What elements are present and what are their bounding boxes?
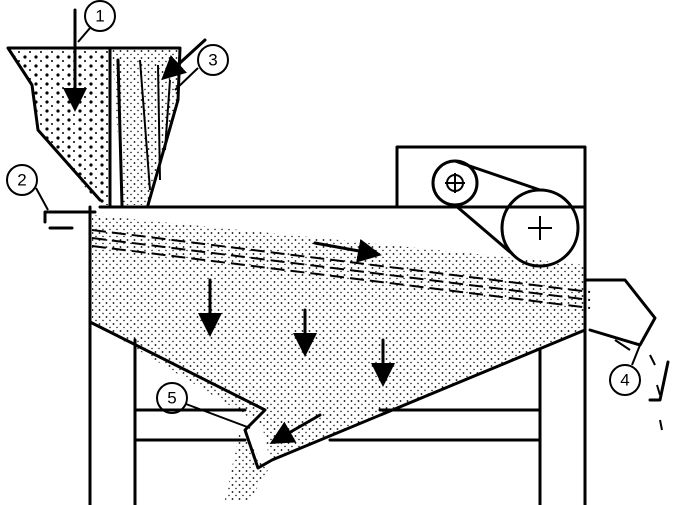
drive-unit bbox=[395, 145, 587, 268]
label-1: 1 bbox=[77, 0, 116, 43]
label-1-text: 1 bbox=[95, 7, 104, 26]
machine-body bbox=[88, 205, 587, 505]
outlet-4 bbox=[583, 278, 670, 431]
outlet-5-discharge bbox=[225, 430, 268, 500]
label-2-text: 2 bbox=[17, 171, 26, 190]
flow-arrows bbox=[43, 8, 395, 444]
label-4: 4 bbox=[609, 344, 641, 396]
label-5: 5 bbox=[156, 382, 251, 429]
sieve-screens bbox=[91, 229, 591, 309]
label-4-text: 4 bbox=[620, 371, 629, 390]
label-3-text: 3 bbox=[208, 51, 217, 70]
label-2: 2 bbox=[6, 164, 49, 211]
label-5-text: 5 bbox=[167, 389, 176, 408]
label-3: 3 bbox=[174, 44, 229, 91]
